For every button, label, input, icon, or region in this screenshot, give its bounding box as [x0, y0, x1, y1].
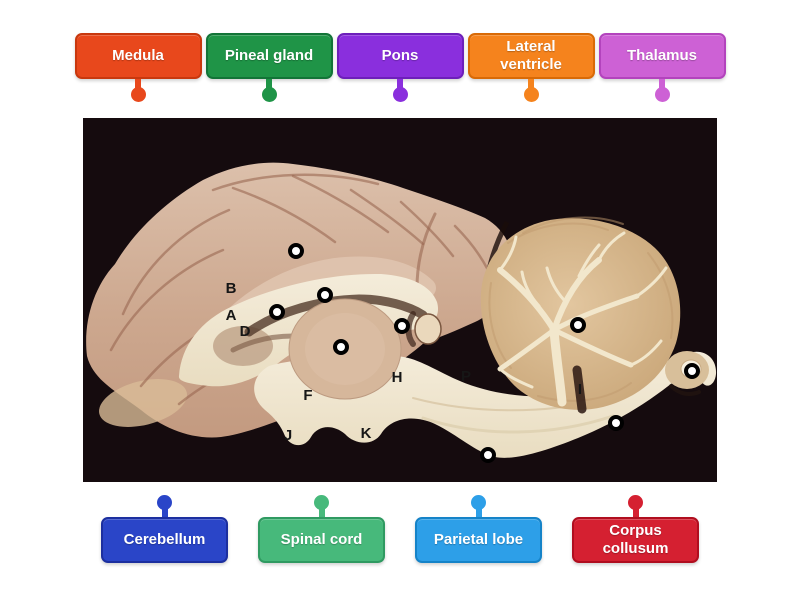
- cerebellum-shape: [480, 218, 681, 410]
- pin-target[interactable]: [608, 415, 624, 431]
- label-text: Medula: [74, 33, 202, 79]
- pin-icon: [628, 495, 643, 517]
- pin-target[interactable]: [394, 318, 410, 334]
- letter-B: B: [226, 280, 237, 297]
- label-text: Spinal cord: [258, 517, 385, 563]
- label-chip-spinal-cord[interactable]: Spinal cord: [258, 495, 385, 563]
- pin-target[interactable]: [570, 317, 586, 333]
- label-text: Cerebellum: [101, 517, 228, 563]
- label-text: Lateral ventricle: [467, 33, 595, 79]
- pin-icon: [130, 79, 146, 102]
- label-text: Corpus collusum: [572, 517, 699, 563]
- letter-D: D: [240, 323, 251, 340]
- pin-icon: [314, 495, 329, 517]
- pin-target[interactable]: [269, 304, 285, 320]
- cerebellum-notch: [572, 365, 587, 414]
- pin-icon: [523, 79, 539, 102]
- pin-icon: [471, 495, 486, 517]
- pin-icon: [157, 495, 172, 517]
- label-text: Pineal gland: [205, 33, 333, 79]
- label-text: Thalamus: [598, 33, 726, 79]
- letter-J: J: [284, 427, 292, 444]
- label-chip-cerebellum[interactable]: Cerebellum: [101, 495, 228, 563]
- label-chip-pons[interactable]: Pons: [336, 33, 464, 102]
- pin-target[interactable]: [480, 447, 496, 463]
- brain-diagram: BAD F H J K P I: [83, 118, 717, 482]
- pin-target[interactable]: [317, 287, 333, 303]
- frontal-lobe-base: [99, 379, 187, 427]
- pin-icon: [261, 79, 277, 102]
- pineal-knob: [414, 313, 442, 345]
- label-chip-pineal-gland[interactable]: Pineal gland: [205, 33, 333, 102]
- pin-target[interactable]: [288, 243, 304, 259]
- pin-icon: [654, 79, 670, 102]
- top-label-row: Medula Pineal gland Pons Lateral ventric…: [0, 33, 800, 102]
- letter-A: A: [226, 307, 237, 324]
- pin-icon: [392, 79, 408, 102]
- label-chip-medula[interactable]: Medula: [74, 33, 202, 102]
- label-chip-corpus-collusum[interactable]: Corpus collusum: [572, 495, 699, 563]
- label-chip-thalamus[interactable]: Thalamus: [598, 33, 726, 102]
- letter-K: K: [361, 425, 372, 442]
- label-chip-lateral-ventricle[interactable]: Lateral ventricle: [467, 33, 595, 102]
- letter-I: I: [578, 381, 582, 398]
- label-text: Pons: [336, 33, 464, 79]
- bottom-label-row: Cerebellum Spinal cord Parietal lobe Cor…: [0, 495, 800, 563]
- letter-P: P: [461, 368, 471, 385]
- label-chip-parietal-lobe[interactable]: Parietal lobe: [415, 495, 542, 563]
- letter-F: F: [303, 387, 312, 404]
- diagram-overlay: BAD F H J K P I: [226, 243, 700, 463]
- letter-H: H: [392, 369, 403, 386]
- pin-target[interactable]: [684, 363, 700, 379]
- pin-target[interactable]: [333, 339, 349, 355]
- label-text: Parietal lobe: [415, 517, 542, 563]
